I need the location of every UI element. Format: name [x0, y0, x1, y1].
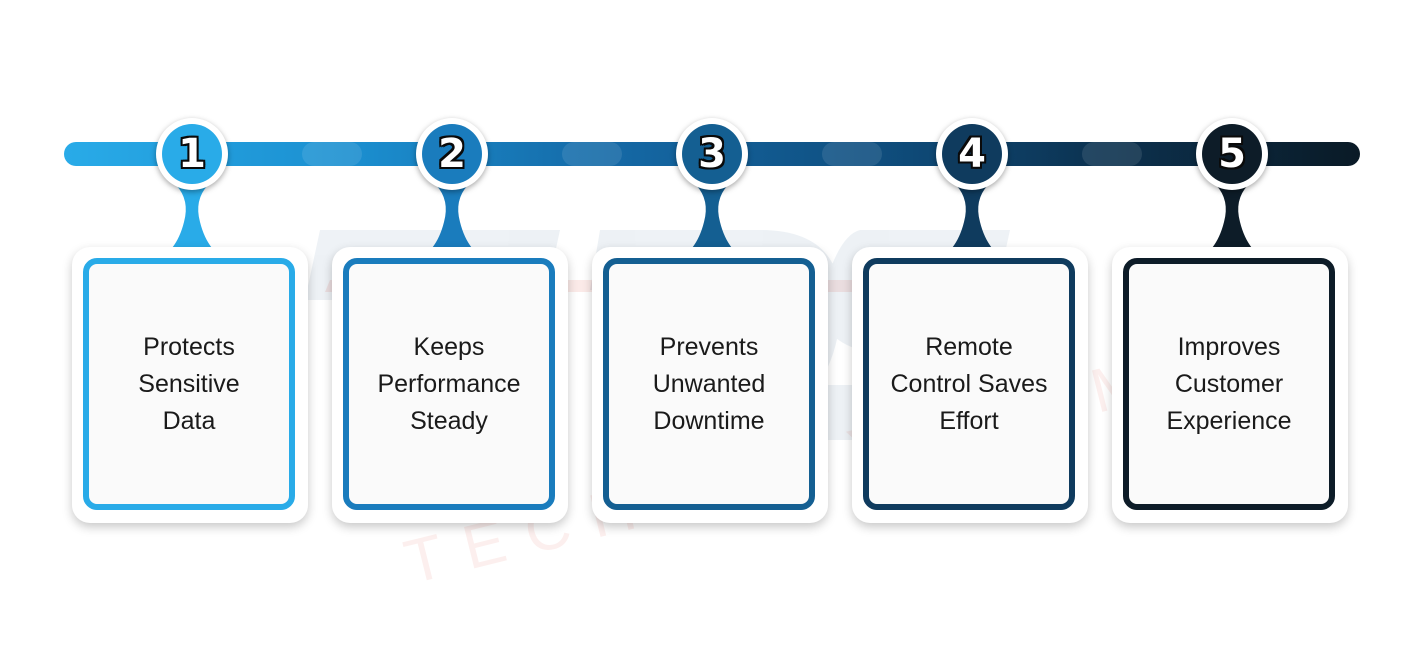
step-badge: 2	[416, 118, 488, 190]
step-badge-circle: 3	[682, 124, 742, 184]
step-number: 5	[1218, 131, 1246, 177]
step-number: 4	[958, 131, 986, 177]
step-card: Protects Sensitive Data	[72, 247, 308, 523]
connector-stem	[1212, 185, 1252, 248]
step-card: Improves Customer Experience	[1112, 247, 1348, 523]
step-badge-circle: 1	[162, 124, 222, 184]
step-badge: 3	[676, 118, 748, 190]
step-card: Prevents Unwanted Downtime	[592, 247, 828, 523]
connector-stem	[432, 185, 472, 248]
step-card-frame: Protects Sensitive Data	[83, 258, 295, 510]
connector-stem	[692, 185, 732, 248]
connector-stem	[172, 185, 212, 248]
step-badge-circle: 5	[1202, 124, 1262, 184]
step-number: 2	[438, 131, 466, 177]
step-card: Keeps Performance Steady	[332, 247, 568, 523]
step-number: 3	[698, 131, 726, 177]
step-text: Protects Sensitive Data	[138, 332, 240, 435]
step-card-frame: Keeps Performance Steady	[343, 258, 555, 510]
step-number: 1	[178, 131, 206, 177]
step-card: Remote Control Saves Effort	[852, 247, 1088, 523]
step-badge: 1	[156, 118, 228, 190]
connector-stem	[952, 185, 992, 248]
step-text: Prevents Unwanted Downtime	[652, 332, 766, 435]
step-badge-circle: 2	[422, 124, 482, 184]
step-card-frame: Improves Customer Experience	[1123, 258, 1335, 510]
step-text: Remote Control Saves Effort	[890, 332, 1048, 435]
step-badge: 5	[1196, 118, 1268, 190]
step-card-frame: Remote Control Saves Effort	[863, 258, 1075, 510]
step-card-frame: Prevents Unwanted Downtime	[603, 258, 815, 510]
step-text: Improves Customer Experience	[1166, 332, 1292, 435]
step-text: Keeps Performance Steady	[377, 332, 521, 435]
step-badge: 4	[936, 118, 1008, 190]
step-badge-circle: 4	[942, 124, 1002, 184]
